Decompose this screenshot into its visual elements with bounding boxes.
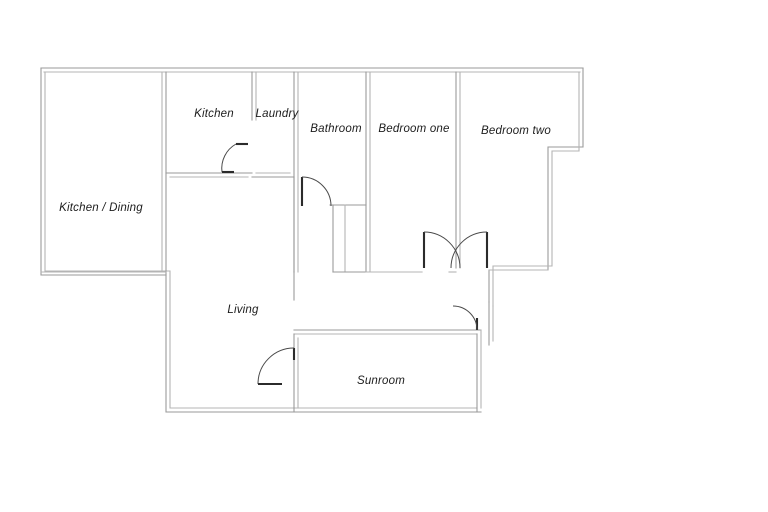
room-label-sunroom: Sunroom — [357, 375, 405, 387]
room-label-laundry: Laundry — [256, 108, 300, 120]
wall-right-outer — [488, 67, 584, 303]
room-label-living: Living — [227, 304, 259, 316]
sunroom-door-swing-arc — [257, 347, 295, 385]
kitchen-door — [221, 142, 248, 174]
room-label-kitchen: Kitchen — [194, 108, 234, 120]
bedroom-two-door-swing-arc — [450, 231, 488, 269]
living-door-swing-arc — [452, 305, 478, 331]
room-label-bedroom-two: Bedroom two — [481, 125, 551, 137]
walls-group — [40, 67, 584, 413]
bathroom-door — [300, 176, 332, 207]
room-labels-group: Kitchen / Dining Kitchen Laundry Bathroo… — [59, 108, 551, 387]
bathroom-door-swing-arc — [301, 176, 332, 207]
room-label-kitchen-dining: Kitchen / Dining — [59, 202, 143, 214]
bedroom-two-door — [450, 231, 489, 269]
doors-group — [221, 142, 489, 386]
wall-right-outer-inner — [492, 71, 580, 307]
bedroom-one-door — [422, 231, 461, 269]
bedroom-one-door-swing-arc — [423, 231, 461, 269]
room-label-bathroom: Bathroom — [310, 123, 362, 135]
sunroom-door — [257, 347, 296, 386]
kitchen-door-swing-arc — [221, 143, 237, 173]
wall-exterior-outline-inner — [44, 71, 478, 409]
living-door — [452, 305, 479, 331]
room-label-bedroom-one: Bedroom one — [378, 123, 449, 135]
